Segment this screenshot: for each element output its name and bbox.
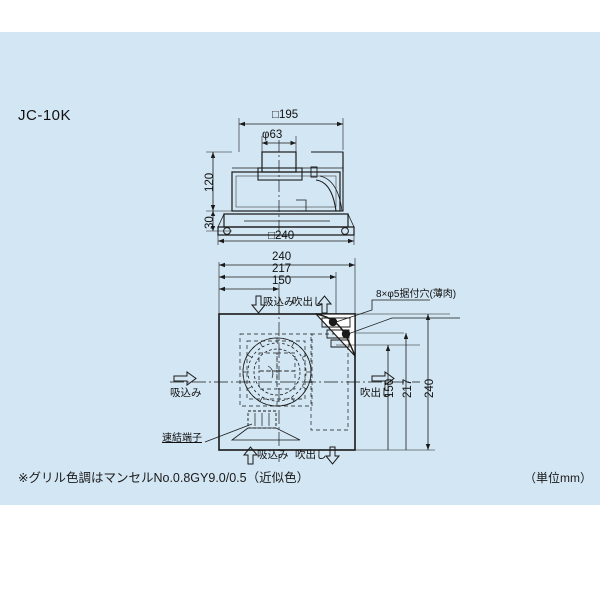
dim-line-240-plan — [219, 262, 355, 268]
label-intake-left: 吸込み — [170, 387, 202, 399]
leader-mounting-holes — [335, 299, 460, 335]
dim-text-240-right: 240 — [424, 378, 436, 398]
label-intake-top: 吸込み — [263, 296, 295, 308]
dim-line-217-right — [403, 333, 409, 450]
label-outlet-top: 吹出し — [292, 296, 324, 308]
dim-text-240-side: □240 — [268, 230, 295, 242]
dim-text-217-plan: 217 — [272, 263, 292, 275]
flow-arrow-right-outlet — [371, 371, 395, 386]
label-outlet-right: 吹出し — [360, 387, 392, 399]
callout-terminal: 速結端子 — [162, 433, 202, 444]
grille-color-note: ※グリル色調はマンセルNo.0.8GY9.0/0.5（近似色） — [18, 471, 310, 485]
dim-text-30: 30 — [204, 216, 216, 229]
model-label: JC-10K — [18, 107, 72, 124]
label-outlet-bottom: 吹出し — [295, 449, 327, 461]
terminal-block — [230, 410, 301, 441]
flow-arrow-top-intake — [250, 295, 267, 314]
dim-text-240-plan: 240 — [272, 251, 292, 263]
dim-line-240-right — [425, 314, 431, 450]
unit-note: （単位mm） — [524, 471, 592, 485]
bottom-plan-view — [170, 258, 460, 465]
tinted-background-panel — [0, 32, 600, 505]
dim-line-150-plan — [219, 286, 279, 292]
label-intake-bottom: 吸込み — [257, 449, 289, 461]
corner-cutaway — [314, 313, 356, 358]
dim-line-150-right — [385, 345, 391, 450]
dim-text-217-right: 217 — [402, 378, 414, 398]
flow-arrow-left-intake — [173, 371, 197, 386]
flow-arrow-bottom-outlet — [324, 446, 341, 465]
dim-line-30 — [210, 211, 216, 231]
callout-mounting-holes: 8×φ5据付穴(薄肉) — [376, 289, 457, 300]
dim-line-120 — [210, 152, 216, 211]
dim-line-217-plan — [219, 274, 336, 280]
dim-text-63: φ63 — [262, 129, 283, 141]
dim-text-150-plan: 150 — [272, 275, 292, 287]
dim-text-195: □195 — [272, 109, 299, 121]
flow-arrow-bottom-intake — [242, 446, 259, 465]
impeller-blades — [242, 337, 312, 407]
dim-line-240-side — [218, 238, 354, 244]
leader-terminal — [204, 423, 253, 443]
dim-line-195 — [239, 121, 343, 127]
flow-arrow-top-outlet — [316, 295, 333, 314]
side-elevation-view — [206, 118, 355, 245]
dim-text-120: 120 — [204, 172, 216, 192]
